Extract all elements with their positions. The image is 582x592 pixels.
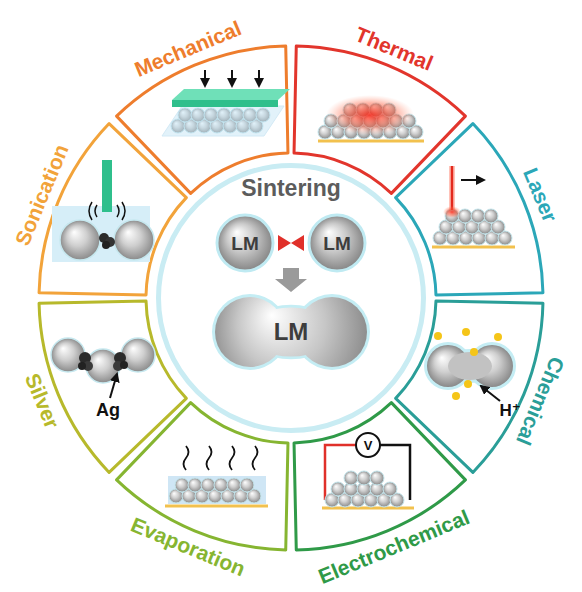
droplet-label: LM	[211, 318, 371, 346]
merged-droplet: LM	[211, 294, 371, 370]
liquid-metal-droplet: LM	[215, 213, 275, 273]
annotation-label: Ag	[96, 400, 120, 420]
droplet-label: LM	[307, 232, 367, 255]
annotation-label: H⁺	[499, 401, 520, 420]
annotation-label: V	[364, 438, 373, 453]
center-title: Sintering	[161, 174, 421, 202]
liquid-metal-droplet: LM	[307, 213, 367, 273]
droplet-label: LM	[215, 232, 275, 255]
center-circle: SinteringLM LM LM	[156, 163, 426, 433]
merged-halo	[212, 294, 370, 370]
